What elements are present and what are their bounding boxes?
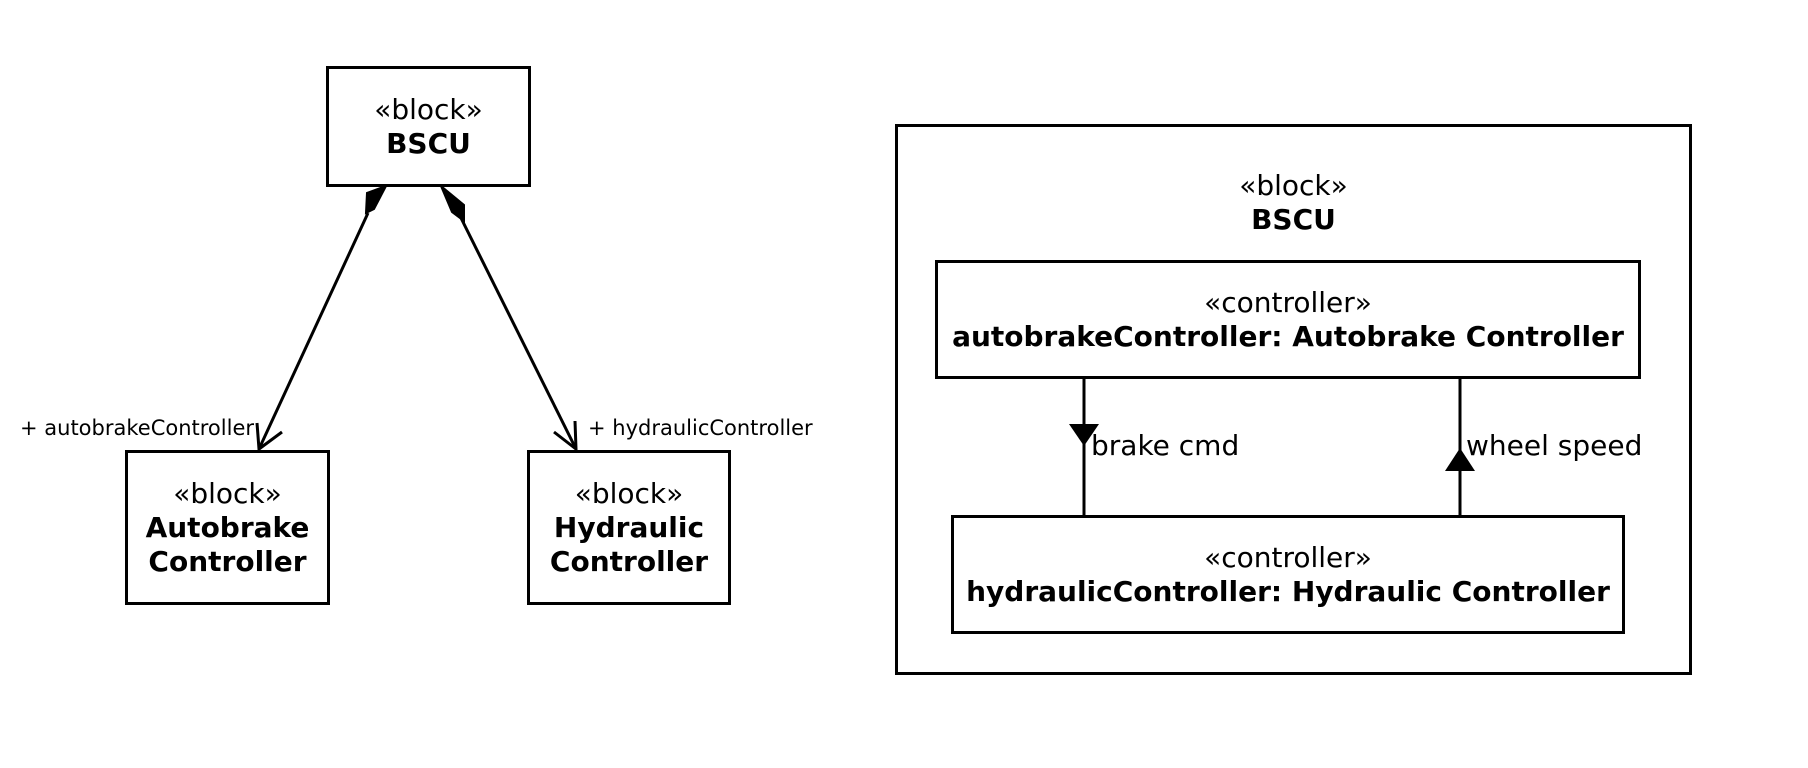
role-label-hydraulic: + hydraulicController [588, 416, 813, 440]
flow-arrow-up-icon [1445, 448, 1475, 471]
part-hydraulic-controller[interactable]: «controller» hydraulicController: Hydrau… [951, 515, 1625, 634]
part-autobrake-controller[interactable]: «controller» autobrakeController: Autobr… [935, 260, 1641, 379]
part-stereotype: «controller» [1204, 540, 1372, 574]
block-stereotype: «block» [173, 476, 282, 510]
block-stereotype: «block» [574, 476, 684, 510]
open-arrowhead-icon [553, 420, 578, 453]
part-name: autobrakeController: Autobrake Controlle… [952, 319, 1624, 353]
block-name: BSCU [1251, 203, 1336, 236]
block-hydraulic-controller[interactable]: «block» Hydraulic Controller [527, 450, 731, 605]
composition-autobrake [255, 184, 389, 452]
block-name: Autobrake Controller [145, 510, 310, 578]
open-arrowhead-icon [255, 422, 283, 452]
part-name: hydraulicController: Hydraulic Controlle… [966, 574, 1610, 608]
block-stereotype: «block» [374, 92, 483, 126]
flow-brake-cmd [1069, 378, 1099, 516]
composition-diamond-icon [440, 185, 465, 223]
block-name: Hydraulic Controller [549, 510, 709, 578]
block-bscu-internal[interactable]: «block» BSCU [895, 124, 1692, 675]
composition-line [257, 212, 370, 450]
block-stereotype: «block» [1239, 169, 1348, 202]
flow-wheel-speed [1445, 378, 1475, 516]
block-autobrake-controller[interactable]: «block» Autobrake Controller [125, 450, 330, 605]
flow-arrow-down-icon [1069, 424, 1099, 446]
block-bscu[interactable]: «block» BSCU [326, 66, 531, 187]
composition-hydraulic [440, 185, 578, 453]
composition-line [459, 217, 578, 450]
flow-label-wheel-speed: wheel speed [1466, 429, 1643, 462]
block-name: BSCU [386, 126, 471, 160]
composition-diamond-icon [364, 184, 389, 215]
role-label-autobrake: + autobrakeController [20, 416, 254, 440]
part-stereotype: «controller» [1204, 285, 1372, 319]
flow-label-brake-cmd: brake cmd [1091, 429, 1240, 462]
